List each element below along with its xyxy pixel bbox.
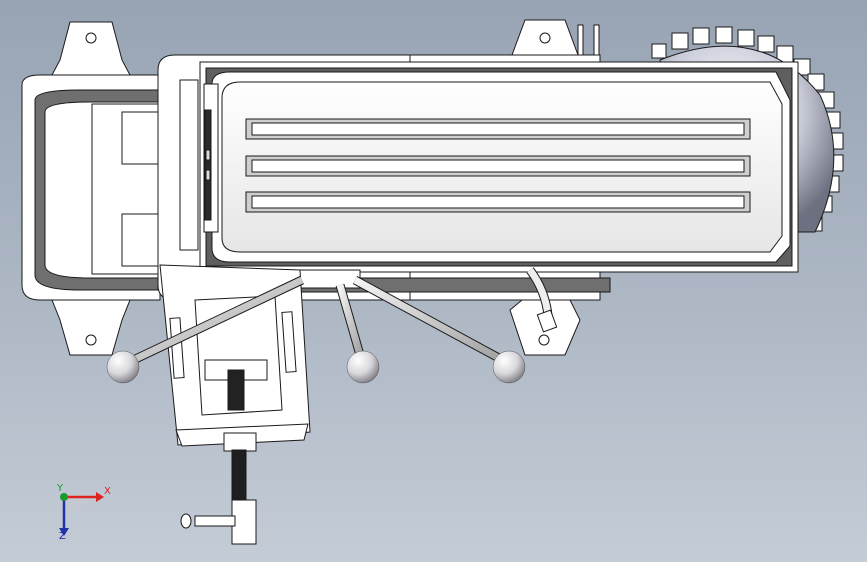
- lead-screw[interactable]: [180, 449, 257, 545]
- y-axis-label: Y: [57, 483, 64, 494]
- lever-ball-left[interactable]: [106, 350, 140, 384]
- z-axis-arrow-icon: [59, 528, 69, 536]
- lever-ball-middle[interactable]: [346, 350, 380, 384]
- left-housing[interactable]: [21, 74, 161, 301]
- x-axis-arrow-icon: [96, 492, 104, 502]
- lid-ribs[interactable]: [245, 118, 751, 213]
- x-axis-label: X: [104, 486, 111, 497]
- lever-rods[interactable]: [123, 275, 513, 369]
- coordinate-triad: [59, 492, 104, 536]
- clamp-bracket[interactable]: [159, 264, 311, 452]
- rod-hub[interactable]: [299, 269, 361, 289]
- z-axis-label: Z: [59, 531, 66, 542]
- mount-ears-left[interactable]: [51, 21, 131, 356]
- y-axis-dot-icon: [60, 493, 68, 501]
- lever-ball-right[interactable]: [492, 350, 526, 384]
- hose-fitting[interactable]: [536, 309, 558, 333]
